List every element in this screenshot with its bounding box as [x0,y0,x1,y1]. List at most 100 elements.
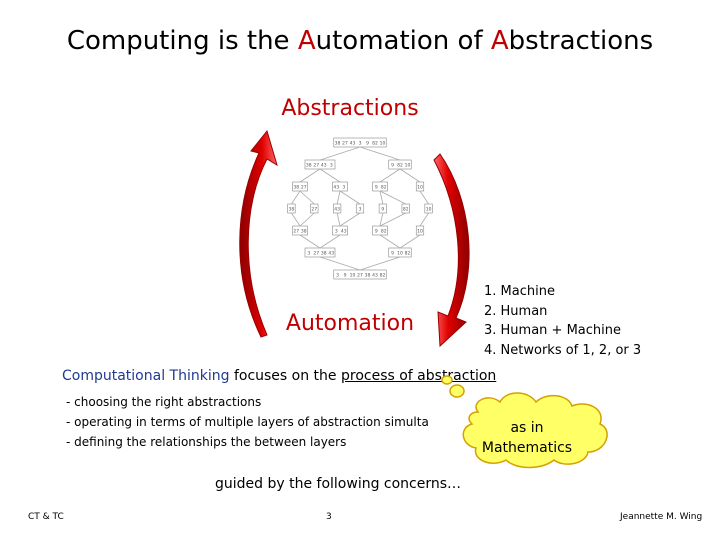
footer-left: CT & TC [28,512,64,522]
tree-connector [339,190,361,205]
tree-connector [399,168,421,183]
tree-node-value: 43 [334,207,340,213]
tree-node-value: 43 [341,229,347,235]
tree-node-value: 9 [391,163,394,169]
tree-node-value: 9 [381,207,384,213]
tree-node-value: 43 [328,251,334,257]
bullet-item: - operating in terms of multiple layers … [66,415,429,429]
tree-node-value: 27 [301,185,307,191]
tree-node-value: 38 [306,163,312,169]
tree-node-value: 9 [375,185,378,191]
tree-node-value: 43 [333,185,339,191]
tree-connector [319,234,341,249]
bullet-item: - defining the relationships the between… [66,435,347,449]
tree-node-value: 38 [289,207,295,213]
tree-node-value: 27 [342,141,348,147]
tree-node-value: 10 [426,207,432,213]
cloud-text: as in Mathematics [476,418,578,458]
title-letter-a-automation: A [297,26,316,56]
tree-connector [319,168,341,183]
list-item: 1. Machine [484,284,555,299]
tree-connector [336,212,341,227]
computational-thinking-statement: Computational Thinking focuses on the pr… [62,368,496,384]
tree-node-value: 82 [381,229,387,235]
tree-node-value: 10 [350,273,356,279]
tree-node-value: 38 [301,229,307,235]
tree-node-value: 9 [391,251,394,257]
tree-connector [291,190,301,205]
tree-node-value: 3 [330,163,333,169]
tree-connector [379,168,401,183]
tree-node-value: 82 [380,273,386,279]
list-item: 2. Human [484,303,548,319]
tree-node-value: 3 [335,229,338,235]
tree-node-value: 82 [372,141,378,147]
tree-node [401,203,410,214]
slide-title: Computing is the Automation of Abstracti… [0,26,720,56]
title-part-1: Computing is the [66,26,298,56]
tree-connector [379,234,401,249]
tree-node-value: 10 [380,141,386,147]
abstractions-label: Abstractions [281,96,419,121]
guided-text: guided by the following concerns… [215,476,462,492]
tree-node-value: 82 [397,163,403,169]
cloud-line-2: Mathematics [481,440,573,456]
right-curved-arrow-icon [433,153,470,348]
cloud-line-1: as in [510,420,544,436]
list-item: 4. Networks of 1, 2, or 3 [484,342,642,358]
tree-node [333,203,342,214]
tree-connector [319,256,361,271]
tree-node-value: 9 [375,229,378,235]
tree-node-value: 10 [405,163,411,169]
tree-node-value: 10 [397,251,403,257]
automation-agents-list: 1. Machine 2. Human 3. Human + Machine 4… [484,282,641,360]
tree-node-value: 10 [417,229,423,235]
tree-connector [379,212,384,227]
tree-connector [299,234,321,249]
tree-connector [379,190,384,205]
tree-node-value: 27 [313,163,319,169]
tree-connector [379,212,406,227]
tree-node-value: 43 [372,273,378,279]
tree-node [378,203,387,214]
tree-node-value: 38 [321,251,327,257]
tree-node-value: 43 [321,163,327,169]
tree-node-value: 27 [311,207,317,213]
tree-connector [419,190,429,205]
tree-node-value: 9 [344,273,347,279]
left-curved-arrow-icon [239,129,278,338]
tree-connector [299,212,315,227]
tree-node-value: 9 [366,141,369,147]
automation-label: Automation [285,311,415,336]
footer-author: Jeannette M. Wing [620,512,703,522]
tree-node-value: 38 [365,273,371,279]
tree-node-value: 10 [417,185,423,191]
tree-connector [299,168,321,183]
bullet-item: - choosing the right abstractions [66,395,262,409]
abstraction-bullets: - choosing the right abstractions - oper… [66,392,429,452]
tree-connector [419,212,429,227]
ct-highlight: Computational Thinking [62,368,230,384]
tree-node-value: 3 [336,273,339,279]
tree-node-value: 27 [313,251,319,257]
list-item: 3. Human + Machine [484,323,621,338]
tree-connector [336,190,341,205]
tree-node-value: 43 [350,141,356,147]
ct-middle: focuses on the [229,368,341,384]
tree-connector [359,256,401,271]
tree-node-value: 27 [357,273,363,279]
tree-node [287,203,296,214]
tree-node-value: 38 [335,141,341,147]
tree-node-value: 3 [307,251,310,257]
tree-node-value: 3 [359,141,362,147]
tree-node-value: 82 [405,251,411,257]
tree-node-value: 3 [342,185,345,191]
tree-node-value: 38 [293,185,299,191]
ct-underlined: process of abstraction [340,368,497,384]
title-part-2: utomation of [315,26,491,56]
tree-connector [299,190,315,205]
thought-cloud-icon [441,375,608,469]
footer-page-number: 3 [326,512,332,522]
tree-connector [399,234,421,249]
